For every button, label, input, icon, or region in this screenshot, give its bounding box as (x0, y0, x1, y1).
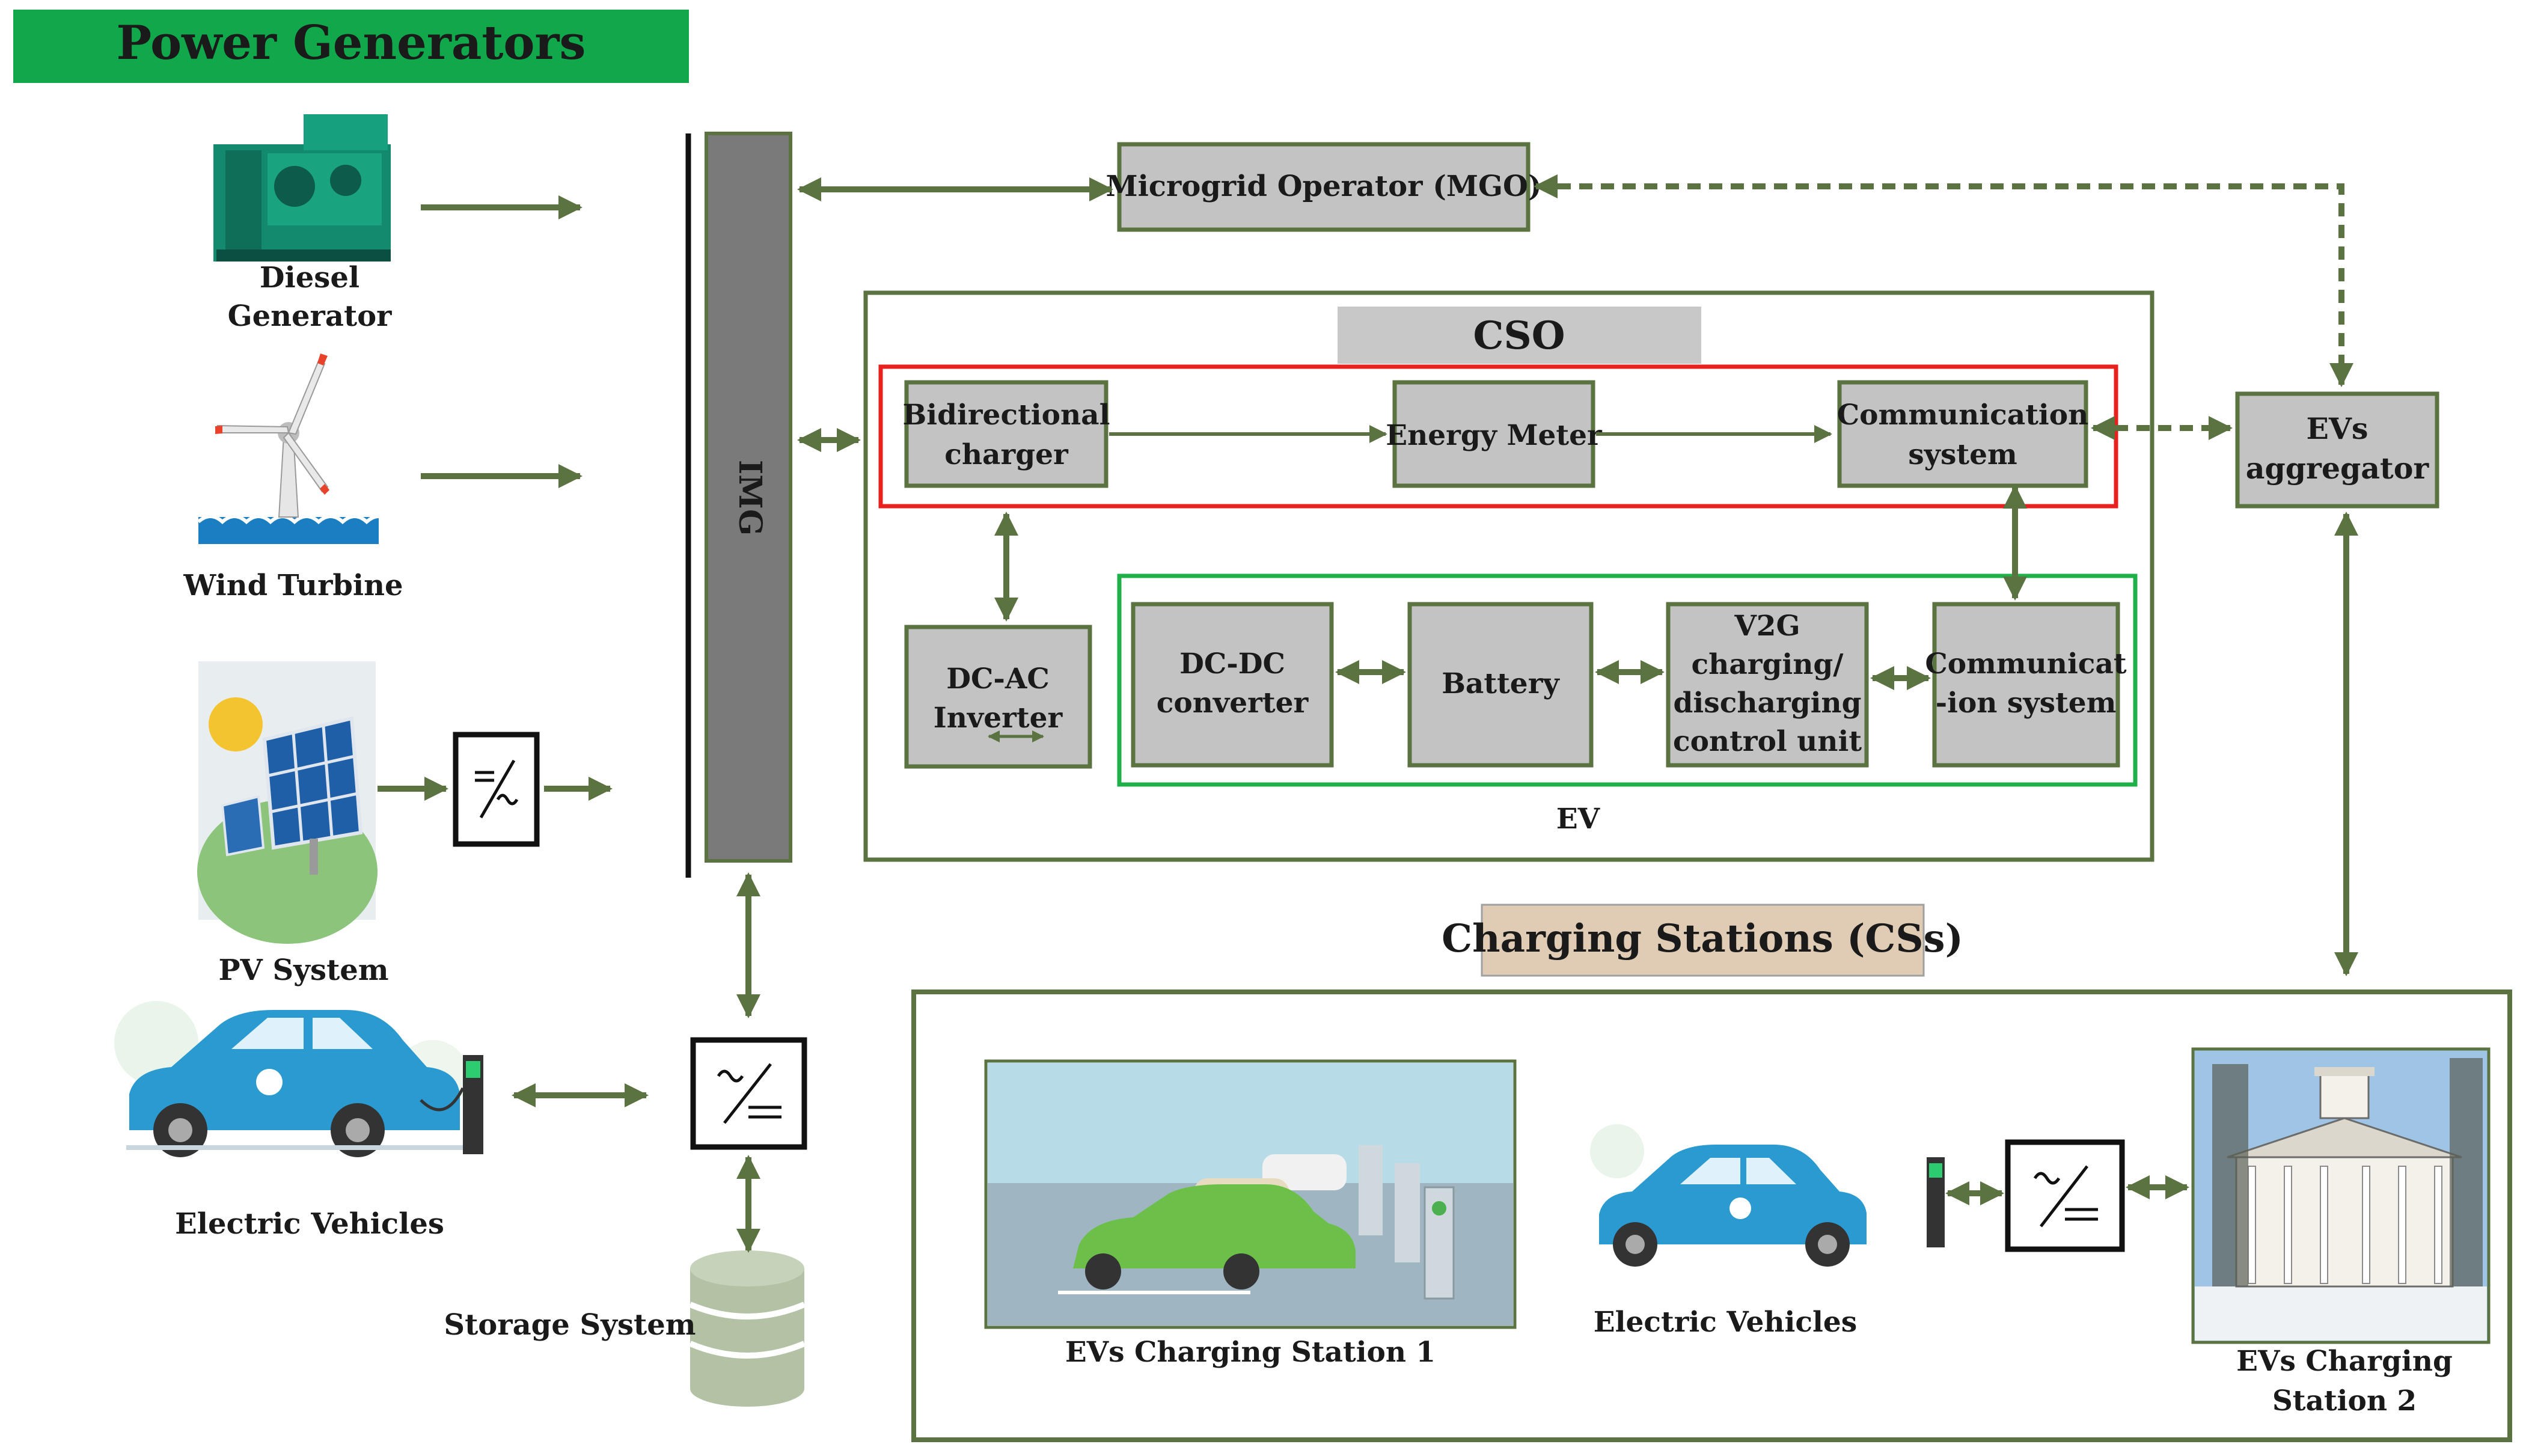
bidirectional-line1: Bidirectional (903, 399, 1110, 432)
diesel-label-line2: Generator (228, 299, 393, 333)
ev-unit-label: EV (1556, 803, 1601, 836)
storage-label: Storage System (444, 1308, 696, 1342)
ev-unit-group (1117, 574, 2138, 787)
wind-label: Wind Turbine (183, 569, 403, 602)
charging-stations-container (911, 990, 2512, 1442)
battery-box (1407, 602, 1594, 768)
bidirectional-line2: charger (944, 438, 1069, 471)
aggregator-line1: EVs (2307, 411, 2369, 446)
ev-comm-line2: -ion system (1936, 687, 2117, 720)
bidirectional-charger-box (904, 380, 1109, 488)
aggregator-line2: aggregator (2246, 451, 2430, 486)
station1-label: EVs Charging Station 1 (1065, 1336, 1436, 1369)
pv-system-icon (197, 661, 378, 944)
electric-vehicle-right-icon (1590, 1124, 1945, 1267)
mgo-label: Microgrid Operator (MGO) (1106, 170, 1541, 203)
arrows (378, 174, 2358, 1253)
electric-vehicle-left-icon (114, 1001, 483, 1157)
cso-title: CSO (1473, 313, 1565, 358)
cso-comm-line1: Communication (1837, 399, 2089, 432)
cso-comm-box (1837, 380, 2088, 488)
ev-comm-box (1932, 602, 2120, 768)
dcdc-converter-box (1131, 602, 1334, 768)
storage-database-icon (689, 1250, 806, 1407)
ev-right-label: Electric Vehicles (1594, 1306, 1857, 1339)
dcac-inverter-box (904, 625, 1092, 769)
header-title: Power Generators (117, 16, 586, 70)
diesel-label-line1: Diesel (260, 261, 359, 295)
inverter-line2: Inverter (934, 702, 1063, 735)
v2g-line1: V2G (1734, 610, 1800, 643)
mgo-box (1117, 142, 1531, 232)
station2-line1: EVs Charging (2236, 1345, 2453, 1378)
diesel-generator-icon (213, 114, 391, 262)
ac-dc-symbol-icon (717, 1063, 781, 1124)
battery-label: Battery (1442, 667, 1560, 700)
ev-aggregator-box (2235, 391, 2439, 509)
charging-station-2-image (2191, 1047, 2491, 1344)
v2g-control-box (1666, 602, 1869, 768)
cso-container (863, 290, 2154, 862)
dashed-arrow-mgo-aggregator (1534, 174, 2353, 387)
img-bus (705, 132, 792, 863)
inverter-line1: DC-AC (946, 662, 1050, 696)
wind-turbine-icon (197, 353, 393, 544)
v2g-line4: control unit (1673, 725, 1862, 758)
ev-comm-line1: Communicat (1925, 647, 2126, 681)
dcdc-line1: DC-DC (1179, 647, 1285, 681)
charging-station-1-image (984, 1059, 1517, 1329)
dc-ac-symbol-icon (475, 759, 519, 819)
cs-title-bar (1481, 904, 1925, 977)
header-bar (13, 10, 689, 83)
ev-left-label: Electric Vehicles (175, 1207, 444, 1241)
dcdc-line2: converter (1157, 687, 1309, 720)
v2g-line2: charging/ (1692, 648, 1844, 681)
cs-title: Charging Stations (CSs) (1442, 916, 1963, 961)
energy-meter-label: Energy Meter (1386, 419, 1603, 452)
cs-ac-dc-symbol-icon (2033, 1165, 2098, 1228)
v2g-line3: discharging (1674, 687, 1862, 720)
img-bus-label: IMG (732, 460, 768, 536)
cso-comm-line2: system (1908, 438, 2017, 471)
station2-line2: Station 2 (2272, 1384, 2417, 1418)
energy-meter-box (1392, 380, 1595, 488)
pv-label: PV System (218, 953, 388, 987)
